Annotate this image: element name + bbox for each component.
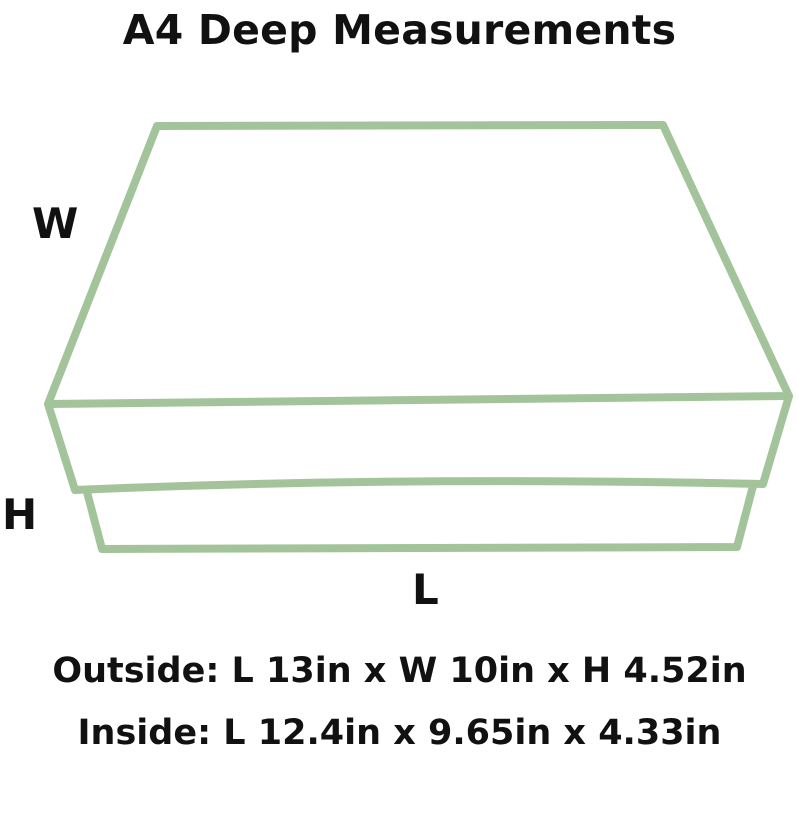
outside-dimensions-text: Outside: L 13in x W 10in x H 4.52in [52, 651, 747, 691]
box-lid-side-band [44, 392, 793, 494]
box-lid-outline [44, 121, 793, 408]
inside-dimensions-text: Inside: L 12.4in x 9.65in x 4.33in [77, 713, 722, 753]
width-label: W [32, 199, 79, 248]
box-base-outline [83, 482, 757, 553]
height-label: H [2, 490, 38, 539]
diagram-title: A4 Deep Measurements [122, 6, 677, 54]
length-label: L [412, 565, 439, 614]
